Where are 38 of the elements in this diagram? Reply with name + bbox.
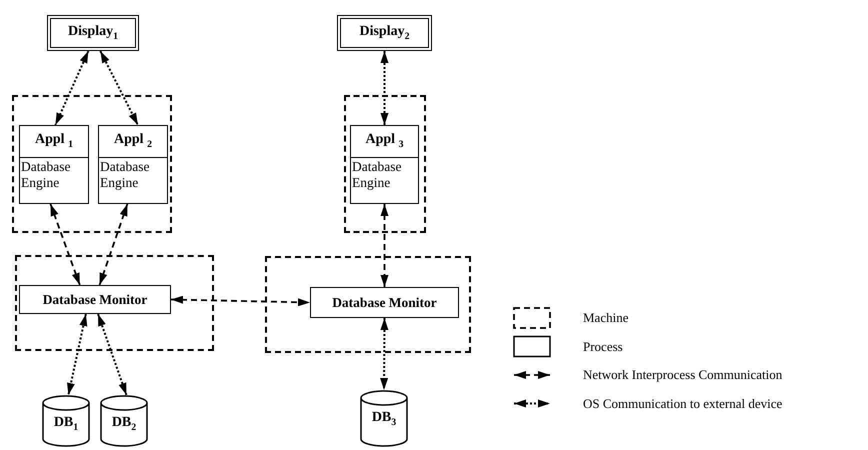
- arrow: [98, 204, 128, 286]
- machine-box: [12, 95, 172, 233]
- process-box: [350, 125, 419, 204]
- arrow: [54, 50, 90, 126]
- legend-label: Machine: [583, 310, 628, 326]
- process-box: [19, 285, 171, 314]
- machine-box: [15, 255, 214, 351]
- display-label: Display$_{1}$: [68, 24, 118, 42]
- arrow: [99, 50, 139, 126]
- arrow: [380, 318, 388, 390]
- arrow: [380, 51, 388, 125]
- database-label: DB$_{1}$: [52, 415, 80, 433]
- database-label: DB$_{3}$: [370, 410, 398, 428]
- arrow: [50, 204, 81, 286]
- legend-label: OS Communication to external device: [583, 396, 782, 412]
- process-label: Database Engine: [20, 158, 72, 192]
- machine-box: [344, 95, 426, 233]
- display-label: Display$_{2}$: [359, 24, 410, 42]
- process-box: [19, 125, 89, 204]
- machine-box: [265, 256, 471, 353]
- legend-label: Process: [583, 338, 623, 354]
- arrow: [67, 314, 88, 396]
- display-box: [337, 15, 432, 51]
- process-label: Database Monitor: [332, 294, 437, 310]
- legend-label: Network Interprocess Communication: [583, 367, 782, 383]
- process-box: [98, 125, 168, 204]
- process-title: Appl $_{3}$: [351, 126, 418, 158]
- process-box: [310, 287, 459, 318]
- process-title: Appl $_{1}$: [20, 126, 88, 158]
- arrow: [170, 296, 310, 306]
- process-label: Database Engine: [99, 158, 150, 192]
- arrow: [97, 314, 128, 396]
- arrow: [380, 204, 388, 287]
- display-box: [47, 15, 139, 51]
- process-title: Appl $_{2}$: [99, 126, 167, 158]
- process-label: Database Engine: [351, 158, 402, 192]
- database-label: DB$_{2}$: [110, 415, 138, 433]
- process-label: Database Monitor: [42, 292, 148, 308]
